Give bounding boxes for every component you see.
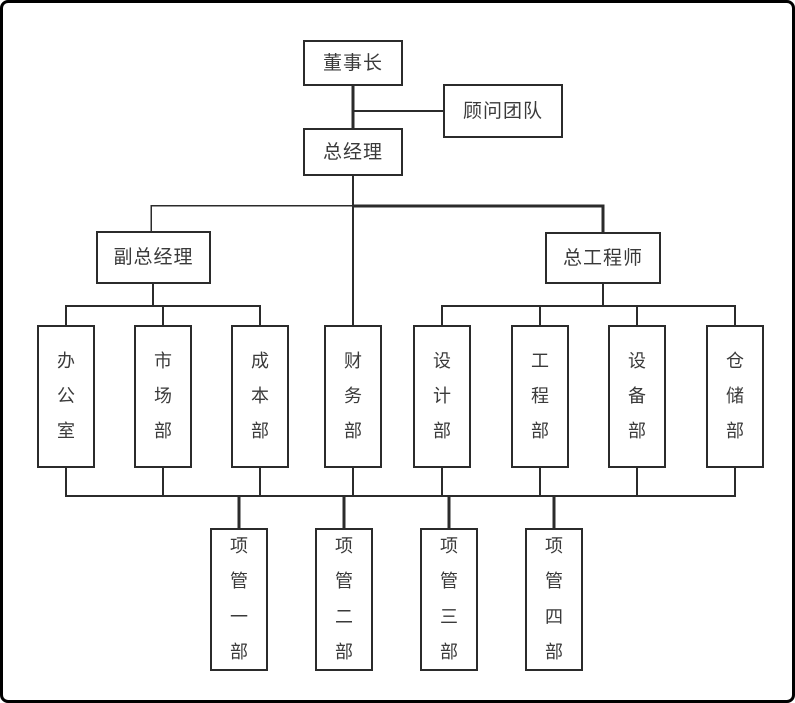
- node-project-dept-2-label: 项管二部: [334, 536, 353, 663]
- node-dept-office-label: 办公室: [56, 350, 75, 443]
- node-dept-marketing: 市场部: [134, 325, 192, 468]
- node-general-manager: 总经理: [303, 128, 403, 176]
- node-dept-engineering: 工程部: [511, 325, 569, 468]
- node-chief-engineer-label: 总工程师: [562, 246, 643, 269]
- edge-chairman-gm: [351, 86, 443, 128]
- node-dept-equipment: 设备部: [608, 325, 666, 468]
- node-advisory-team: 顾问团队: [443, 84, 563, 138]
- node-project-dept-3-label: 项管三部: [439, 536, 458, 663]
- node-project-dept-4: 项管四部: [525, 528, 583, 671]
- node-deputy-general-manager: 副总经理: [96, 231, 211, 284]
- node-deputy-general-manager-label: 副总经理: [113, 246, 194, 268]
- node-dept-engineering-label: 工程部: [530, 350, 549, 443]
- node-dept-equipment-label: 设备部: [627, 350, 646, 443]
- node-dept-cost-label: 成本部: [250, 350, 269, 443]
- node-dept-marketing-label: 市场部: [153, 350, 172, 443]
- node-general-manager-label: 总经理: [322, 140, 383, 163]
- node-project-dept-1-label: 项管一部: [229, 536, 248, 663]
- edge-ce-children: [441, 284, 736, 325]
- node-chairman-label: 董事长: [322, 51, 383, 74]
- edge-dgm-children: [65, 284, 261, 325]
- node-project-dept-2: 项管二部: [315, 528, 373, 671]
- node-project-dept-3: 项管三部: [420, 528, 478, 671]
- edge-departments-bus: [65, 468, 736, 528]
- node-dept-design-label: 设计部: [432, 350, 451, 443]
- node-project-dept-1: 项管一部: [210, 528, 268, 671]
- node-dept-finance-label: 财务部: [343, 350, 362, 443]
- node-dept-office: 办公室: [37, 325, 95, 468]
- node-advisory-team-label: 顾问团队: [462, 99, 543, 122]
- node-project-dept-4-label: 项管四部: [544, 536, 563, 663]
- node-dept-cost: 成本部: [231, 325, 289, 468]
- node-dept-finance: 财务部: [324, 325, 382, 468]
- edge-gm-split: [150, 204, 605, 232]
- connector-lines: [65, 86, 736, 528]
- node-dept-warehouse-label: 仓储部: [725, 350, 744, 443]
- node-chairman: 董事长: [303, 40, 403, 86]
- node-dept-warehouse: 仓储部: [706, 325, 764, 468]
- node-chief-engineer: 总工程师: [545, 232, 661, 284]
- node-dept-design: 设计部: [413, 325, 471, 468]
